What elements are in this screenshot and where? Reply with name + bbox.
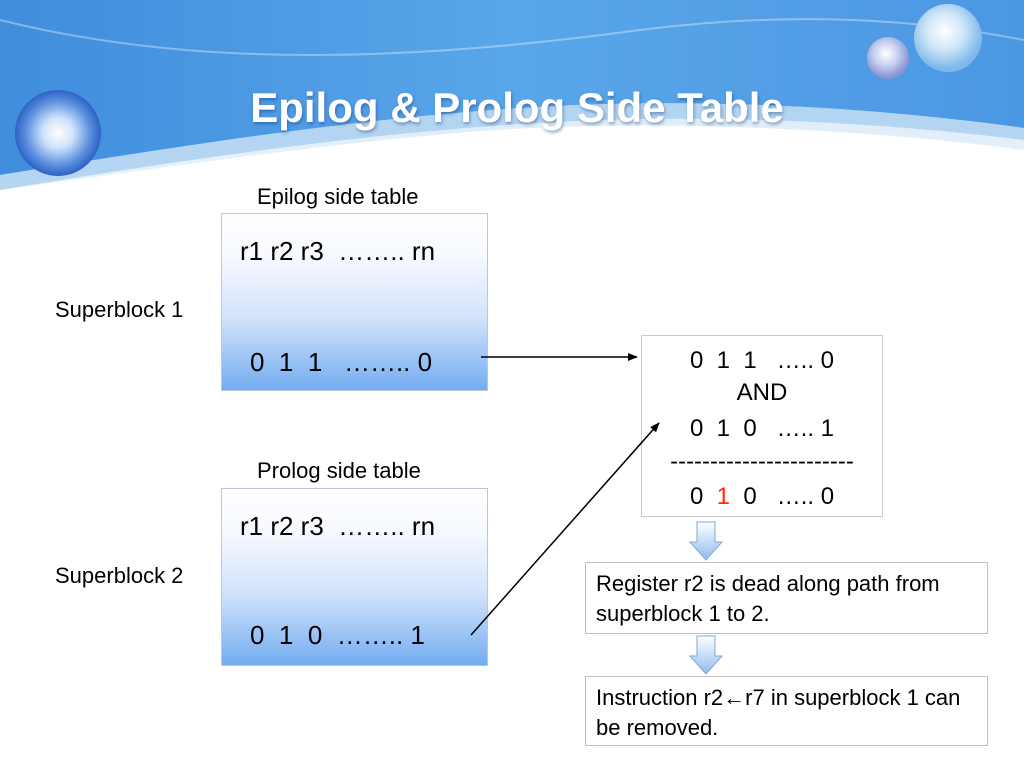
dead-register-note: Register r2 is dead along path from supe…	[585, 562, 988, 634]
prolog-value-row: 0 1 0 …….. 1	[250, 620, 425, 650]
down-arrow-2	[688, 635, 724, 675]
prolog-header-row: r1 r2 r3 …….. rn	[240, 511, 436, 541]
slide-title: Epilog & Prolog Side Table	[250, 84, 784, 131]
down-arrow-1	[688, 521, 724, 561]
and-operand-1: 0 1 1 ….. 0	[689, 347, 835, 374]
and-computation-box: 0 1 1 ….. 0 AND 0 1 0 ….. 1 ------------…	[641, 335, 883, 517]
prolog-caption: Prolog side table	[257, 458, 421, 483]
and-result-suffix: 0 ….. 0	[730, 483, 835, 510]
epilog-side-table: r1 r2 r3 …….. rn 0 1 1 …….. 0	[221, 213, 488, 391]
and-operator: AND	[736, 379, 788, 406]
superblock-2-label: Superblock 2	[55, 563, 184, 588]
epilog-value-row: 0 1 1 …….. 0	[250, 347, 433, 377]
epilog-header-row: r1 r2 r3 …….. rn	[240, 236, 436, 266]
and-result: 0 1 0 ….. 0	[642, 483, 882, 511]
epilog-caption: Epilog side table	[257, 184, 419, 209]
and-operand-2: 0 1 0 ….. 1	[689, 415, 835, 442]
and-result-prefix: 0	[689, 483, 717, 510]
prolog-side-table: r1 r2 r3 …….. rn 0 1 0 …….. 1	[221, 488, 488, 666]
and-result-highlight: 1	[716, 483, 730, 510]
removal-note: Instruction r2←r7 in superblock 1 can be…	[585, 676, 988, 746]
superblock-1-label: Superblock 1	[55, 297, 184, 322]
header-banner	[0, 0, 1024, 215]
and-divider: -----------------------	[670, 448, 854, 475]
